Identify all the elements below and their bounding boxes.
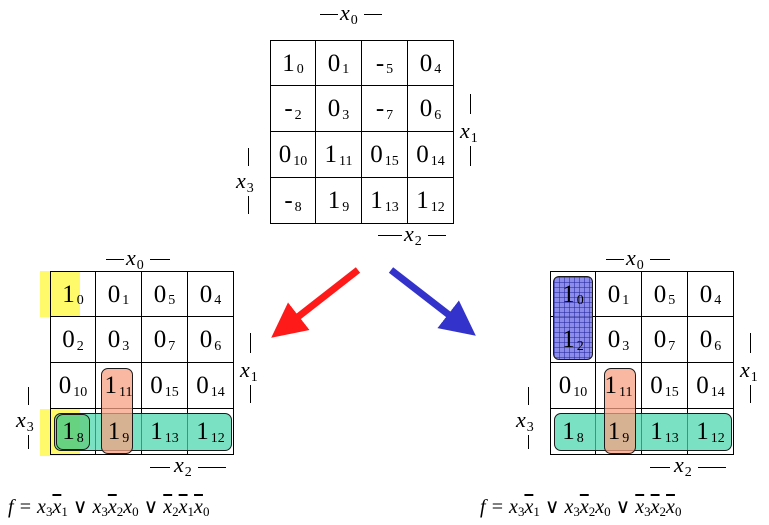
x2-bar-left xyxy=(150,467,170,468)
yellow-group-corner-top xyxy=(40,271,80,317)
group-blue-notx3-notx2-notx0 xyxy=(553,276,593,360)
kmap-cell: -5 xyxy=(362,40,408,86)
x0-label: x0 xyxy=(126,245,144,273)
x2-label: x2 xyxy=(674,452,692,480)
x2-bar-left xyxy=(378,235,402,236)
x2-bar-right xyxy=(428,235,446,236)
arrow-to-right-map xyxy=(388,267,476,336)
group-teal-x3-notx1 xyxy=(554,413,732,451)
x0-bar-right xyxy=(650,259,670,260)
kmap-cell: -8 xyxy=(270,178,316,224)
x0-bar-left xyxy=(606,259,624,260)
x0-bar-left xyxy=(106,259,124,260)
group-salmon-x3-notx2-x0 xyxy=(101,368,133,454)
x1-bar-top xyxy=(750,333,751,353)
group-salmon-x3-notx2-x0 xyxy=(604,368,636,454)
x2-label: x2 xyxy=(174,452,192,480)
x3-bar-top xyxy=(248,148,249,166)
x1-bar-bottom xyxy=(470,146,471,166)
x3-bar-top xyxy=(28,387,29,405)
x0-bar-left xyxy=(320,14,338,15)
x3-label: x3 xyxy=(236,168,254,196)
x1-bar-bottom xyxy=(750,385,751,403)
x3-label: x3 xyxy=(516,407,534,435)
x3-bar-bottom xyxy=(28,435,29,449)
x0-bar-right xyxy=(150,259,170,260)
x1-bar-top xyxy=(250,333,251,353)
kmap-cell: -7 xyxy=(362,86,408,132)
x0-label: x0 xyxy=(626,245,644,273)
kmap-cell: -2 xyxy=(270,86,316,132)
formula-left: f = x3x1 ∨ x3x2x0 ∨ x2x1x0 xyxy=(8,496,210,519)
x2-bar-left xyxy=(650,467,670,468)
x3-bar-bottom xyxy=(528,435,529,449)
x1-bar-bottom xyxy=(250,385,251,403)
x3-bar-top xyxy=(528,387,529,405)
x1-label: x1 xyxy=(240,357,258,385)
x0-label: x0 xyxy=(340,0,358,28)
x1-bar-top xyxy=(470,94,471,114)
arrow-to-left-map xyxy=(271,267,361,338)
formula-right: f = x3x1 ∨ x3x2x0 ∨ x3x2x0 xyxy=(480,496,682,519)
x1-label: x1 xyxy=(740,357,758,385)
x3-bar-bottom xyxy=(248,196,249,214)
x3-label: x3 xyxy=(16,407,34,435)
x2-bar-right xyxy=(698,467,726,468)
x2-label: x2 xyxy=(404,221,422,249)
x2-bar-right xyxy=(198,467,226,468)
x1-label: x1 xyxy=(460,118,478,146)
group-teal-overlap-cell xyxy=(56,414,90,450)
x0-bar-right xyxy=(364,14,382,15)
